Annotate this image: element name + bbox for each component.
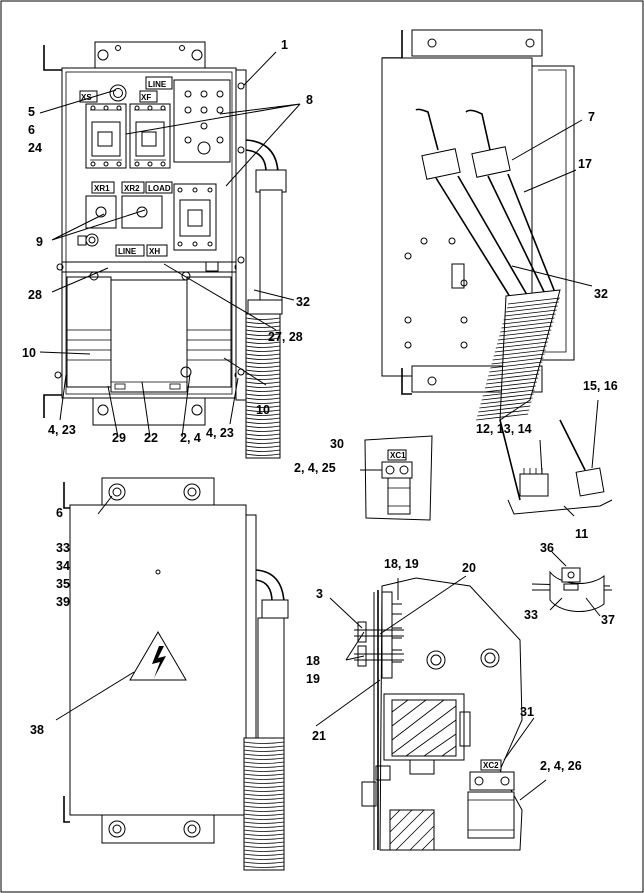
tag-t_xc1: XC1 bbox=[390, 451, 406, 460]
callout-c3: 3 bbox=[316, 587, 323, 601]
tag-t_load: LOAD bbox=[148, 184, 171, 193]
callout-c7: 7 bbox=[588, 110, 595, 124]
callout-c33a: 33 bbox=[56, 541, 70, 555]
callout-c24: 24 bbox=[28, 141, 42, 155]
control-box-open-view bbox=[43, 41, 247, 426]
callout-c33b: 33 bbox=[524, 608, 538, 622]
transformer-right bbox=[186, 276, 232, 388]
tag-t_xr1: XR1 bbox=[94, 184, 110, 193]
callout-c31: 31 bbox=[520, 705, 534, 719]
tag-t_xr2: XR2 bbox=[124, 184, 140, 193]
callout-c12_13_14: 12, 13, 14 bbox=[476, 422, 532, 436]
transformer-left bbox=[66, 276, 112, 388]
callout-c9: 9 bbox=[36, 235, 43, 249]
xc1-detail bbox=[364, 435, 433, 521]
callout-c18: 18 bbox=[306, 654, 320, 668]
callout-c2_4_25: 2, 4, 25 bbox=[294, 461, 336, 475]
callout-c17: 17 bbox=[578, 157, 592, 171]
callout-c20: 20 bbox=[462, 561, 476, 575]
callout-c28: 28 bbox=[28, 288, 42, 302]
callout-c11: 11 bbox=[575, 527, 588, 541]
tag-t_xs: XS bbox=[81, 93, 92, 102]
tag-t_line2: LINE bbox=[118, 247, 137, 256]
control-box-closed-view bbox=[63, 477, 289, 871]
tag-t_xf: XF bbox=[141, 93, 151, 102]
callout-c18_19: 18, 19 bbox=[384, 557, 419, 571]
callout-c29: 29 bbox=[112, 431, 126, 445]
tag-t_xc2: XC2 bbox=[483, 761, 499, 770]
callout-c6b: 6 bbox=[56, 506, 63, 520]
tag-t_xh: XH bbox=[149, 247, 160, 256]
callout-c21: 21 bbox=[312, 729, 326, 743]
contactor-left bbox=[85, 103, 127, 169]
callout-c2_4_26: 2, 4, 26 bbox=[540, 759, 582, 773]
internal-detail-view bbox=[354, 577, 523, 851]
callout-c4_23a: 4, 23 bbox=[48, 423, 76, 437]
callout-c6a: 6 bbox=[28, 123, 35, 137]
callout-c32b: 32 bbox=[594, 287, 608, 301]
transformer-core bbox=[110, 279, 188, 393]
callout-c37: 37 bbox=[601, 613, 615, 627]
cable-conduit-top bbox=[245, 139, 287, 459]
callout-c35: 35 bbox=[56, 577, 70, 591]
nut-detail bbox=[531, 567, 612, 613]
callout-c2_4: 2, 4 bbox=[180, 431, 201, 445]
callout-c19: 19 bbox=[306, 672, 320, 686]
contactor-right bbox=[129, 103, 171, 169]
callout-c34: 34 bbox=[56, 559, 70, 573]
callout-c10b: 10 bbox=[256, 403, 270, 417]
box-side-view bbox=[381, 29, 586, 501]
callout-labels: 1 5 6 24 8 9 28 10 22 29 2, 4 4, 23 4, 23 32 27, 28 10 7… bbox=[22, 38, 618, 773]
callout-c15_16: 15, 16 bbox=[583, 379, 618, 393]
callout-c22: 22 bbox=[144, 431, 158, 445]
callout-c1: 1 bbox=[281, 38, 288, 52]
callout-c30: 30 bbox=[330, 437, 344, 451]
callout-c36: 36 bbox=[540, 541, 554, 555]
callout-c10a: 10 bbox=[22, 346, 36, 360]
callout-c32a: 32 bbox=[296, 295, 310, 309]
callout-c8: 8 bbox=[306, 93, 313, 107]
connector-pair bbox=[507, 467, 613, 515]
callout-c4_23b: 4, 23 bbox=[206, 426, 234, 440]
callout-c5: 5 bbox=[28, 105, 35, 119]
tag-t_line1: LINE bbox=[148, 80, 167, 89]
callout-c39: 39 bbox=[56, 595, 70, 609]
callout-c27_28: 27, 28 bbox=[268, 330, 303, 344]
leader-lines bbox=[39, 51, 601, 801]
callout-c38: 38 bbox=[30, 723, 44, 737]
